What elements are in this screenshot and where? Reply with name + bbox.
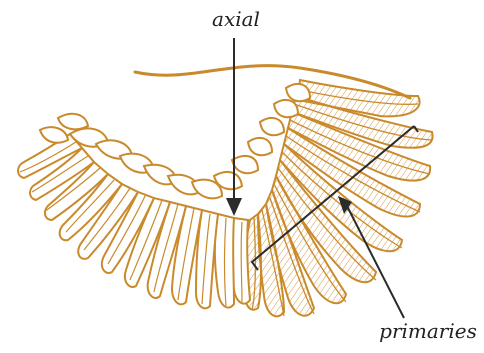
axial-label: axial <box>212 7 260 31</box>
primary-feathers <box>244 80 433 316</box>
axial-arrow-head <box>226 198 242 216</box>
primaries-label: primaries <box>379 319 477 343</box>
